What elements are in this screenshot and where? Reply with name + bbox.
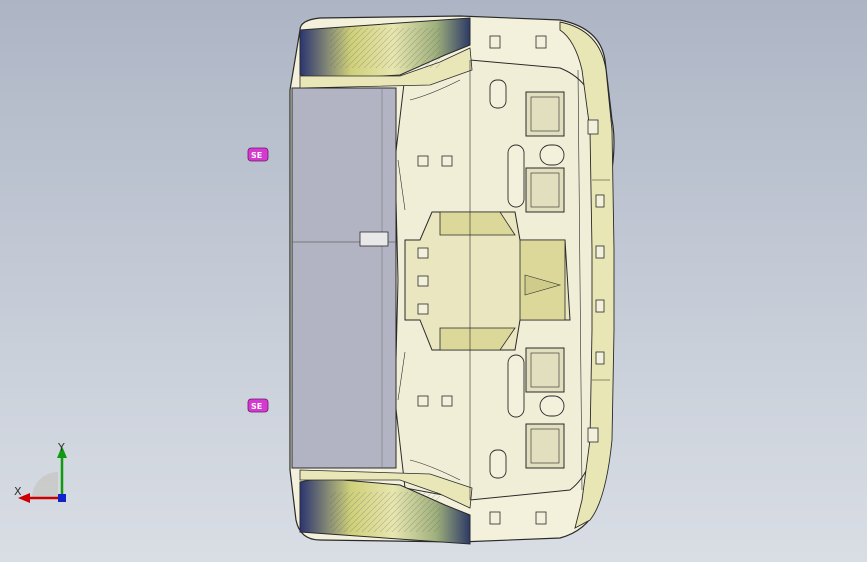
axis-triad: Y X (14, 441, 67, 503)
pocket-2 (525, 167, 565, 213)
axis-y-label: Y (57, 441, 65, 454)
axis-x-label: X (14, 485, 22, 498)
slot-6 (489, 449, 507, 479)
marker-upper[interactable]: SE (247, 147, 269, 162)
center-arrow (524, 274, 562, 296)
rear-rim (559, 21, 615, 529)
slot-2 (507, 354, 525, 418)
slot-4 (539, 395, 565, 417)
marker-upper-label: SE (251, 151, 262, 160)
pocket-1 (525, 91, 565, 137)
pocket-3 (525, 347, 565, 393)
lower-insert-hatch (330, 492, 440, 532)
marker-lower-label: SE (251, 402, 262, 411)
pocket-4 (525, 423, 565, 469)
oval-slots (489, 79, 565, 479)
detail-lines (397, 60, 610, 500)
pockets (525, 91, 565, 469)
small-holes (417, 35, 605, 525)
pocket-insets (530, 96, 560, 464)
marker-lower[interactable]: SE (247, 398, 269, 413)
front-panel (291, 87, 397, 469)
upper-insert-lip (299, 47, 473, 89)
axis-z-marker (58, 494, 66, 502)
upper-insert-hatch (330, 28, 440, 68)
triad-base (32, 472, 58, 498)
upper-pad (439, 211, 516, 236)
panel-bracket (359, 231, 389, 247)
slot-5 (489, 79, 507, 109)
lower-insert-lip (299, 469, 473, 509)
axis-y-arrow (57, 446, 67, 458)
axis-x-arrow (18, 493, 30, 503)
slot-1 (507, 144, 525, 208)
lower-pad (439, 327, 516, 351)
slot-3 (539, 144, 565, 166)
